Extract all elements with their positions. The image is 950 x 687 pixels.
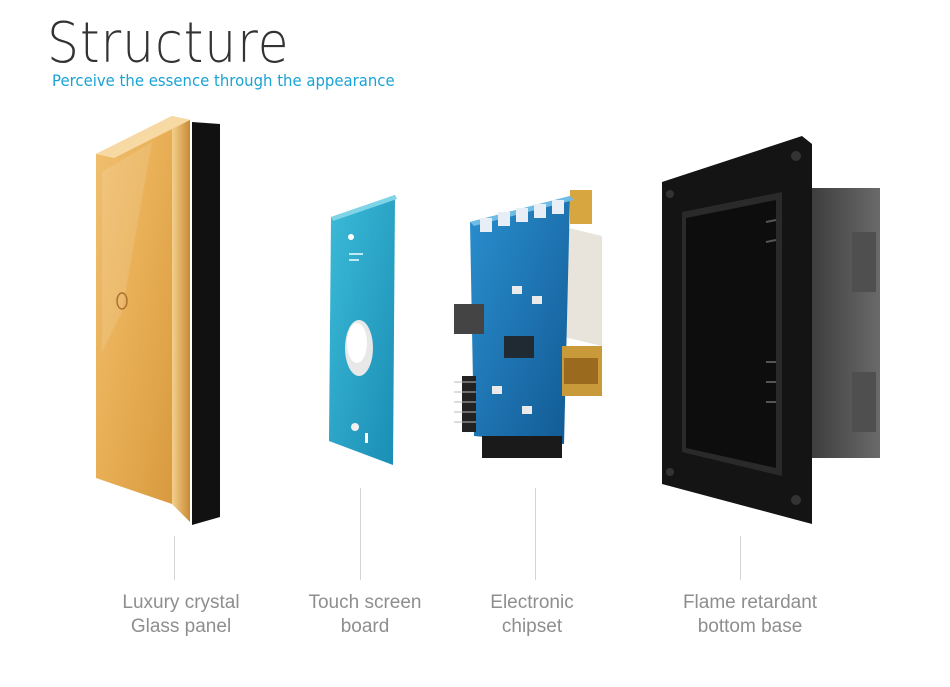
caption-line: board	[340, 616, 390, 637]
caption-touch-board: Touch screen board	[265, 591, 465, 639]
caption-chipset: Electronic chipset	[432, 591, 632, 639]
touch-board-image	[329, 195, 397, 465]
caption-line: Luxury crystal	[122, 592, 240, 613]
leader-line-chipset	[535, 488, 536, 580]
page-title: Structure	[47, 11, 290, 76]
glass-panel-image	[96, 116, 220, 525]
caption-glass-panel: Luxury crystal Glass panel	[81, 591, 281, 639]
wall-box-image	[662, 136, 880, 524]
caption-line: Glass panel	[130, 616, 232, 637]
caption-line: Flame retardant	[682, 592, 818, 613]
caption-bottom-base: Flame retardant bottom base	[650, 591, 850, 639]
leader-line-base	[740, 536, 741, 580]
leader-line-glass	[174, 536, 175, 580]
pcb-chipset-image	[454, 190, 602, 458]
page-subtitle: Perceive the essence through the appeara…	[52, 71, 395, 90]
caption-line: chipset	[501, 616, 563, 637]
caption-line: Electronic	[490, 592, 574, 613]
caption-line: bottom base	[697, 616, 803, 637]
caption-line: Touch screen	[308, 592, 422, 613]
leader-line-touch	[360, 488, 361, 580]
